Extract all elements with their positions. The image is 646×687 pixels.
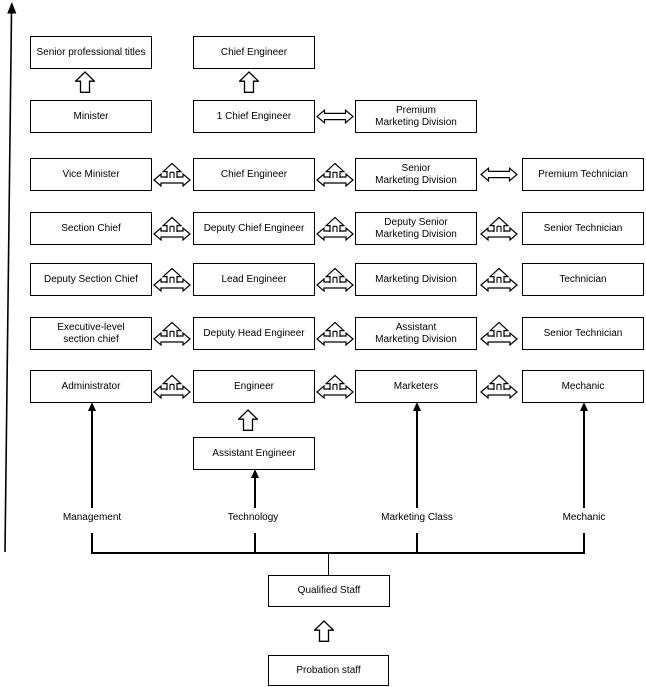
three-way-arrow-icon xyxy=(153,267,191,292)
three-way-arrow-icon xyxy=(480,216,518,241)
node-senior-technician-upper: Senior Technician xyxy=(522,212,644,245)
bracket-stub-line xyxy=(583,533,585,553)
node-probation-staff: Probation staff xyxy=(268,655,389,686)
track-label-management: Management xyxy=(62,512,122,523)
three-way-arrow-icon xyxy=(153,162,191,187)
three-way-arrow-icon xyxy=(316,162,354,187)
promotion-up-arrow-icon xyxy=(75,71,95,93)
node-engineer: Engineer xyxy=(193,370,315,403)
three-way-arrow-icon xyxy=(316,374,354,399)
node-deputy-chief-engineer: Deputy Chief Engineer xyxy=(193,212,315,245)
three-way-arrow-icon xyxy=(316,267,354,292)
node-premium-marketing-division: Premium Marketing Division xyxy=(355,100,477,133)
three-way-arrow-icon xyxy=(316,321,354,346)
bracket-drop-line xyxy=(327,552,329,575)
track-label-marketing-class: Marketing Class xyxy=(381,512,453,523)
node-senior-professional-titles: Senior professional titles xyxy=(30,36,152,69)
node-senior-marketing-division: Senior Marketing Division xyxy=(355,158,477,191)
node-minister: Minister xyxy=(30,100,152,133)
node-premium-technician: Premium Technician xyxy=(522,158,644,191)
three-way-arrow-icon xyxy=(480,321,518,346)
three-way-arrow-icon xyxy=(153,374,191,399)
node-deputy-senior-marketing-division: Deputy Senior Marketing Division xyxy=(355,212,477,245)
promotion-up-arrow-icon xyxy=(239,71,259,93)
three-way-arrow-icon xyxy=(480,267,518,292)
node-administrator: Administrator xyxy=(30,370,152,403)
bracket-stub-line xyxy=(416,533,418,553)
track-label-technology: Technology xyxy=(227,512,279,523)
node-marketers: Marketers xyxy=(355,370,477,403)
node-mechanic: Mechanic xyxy=(522,370,644,403)
track-up-arrow-head xyxy=(87,402,96,411)
double-arrow-icon xyxy=(480,167,518,182)
track-up-arrow-head xyxy=(412,402,421,411)
node-section-chief: Section Chief xyxy=(30,212,152,245)
bracket-stub-line xyxy=(91,533,93,553)
node-executive-level-section-chief: Executive-level section chief xyxy=(30,317,152,350)
track-up-arrow-line xyxy=(416,410,418,508)
double-arrow-icon xyxy=(316,109,354,124)
node-chief-engineer: Chief Engineer xyxy=(193,158,315,191)
node-assistant-marketing-division: Assistant Marketing Division xyxy=(355,317,477,350)
node-1-chief-engineer: 1 Chief Engineer xyxy=(193,100,315,133)
node-technician: Technician xyxy=(522,263,644,296)
bracket-stub-line xyxy=(254,533,256,553)
node-vice-minister: Vice Minister xyxy=(30,158,152,191)
track-up-arrow-line xyxy=(254,477,256,508)
node-senior-technician-lower: Senior Technician xyxy=(522,317,644,350)
promotion-up-arrow-icon xyxy=(238,409,258,431)
axis-up-arrow-icon xyxy=(4,2,17,553)
track-label-mechanic: Mechanic xyxy=(562,512,606,523)
three-way-arrow-icon xyxy=(153,321,191,346)
three-way-arrow-icon xyxy=(316,216,354,241)
track-up-arrow-line xyxy=(91,410,93,508)
node-lead-engineer: Lead Engineer xyxy=(193,263,315,296)
node-chief-engineer-top: Chief Engineer xyxy=(193,36,315,69)
node-deputy-section-chief: Deputy Section Chief xyxy=(30,263,152,296)
node-assistant-engineer: Assistant Engineer xyxy=(193,437,315,470)
node-marketing-division: Marketing Division xyxy=(355,263,477,296)
track-up-arrow-head xyxy=(250,469,259,478)
node-qualified-staff: Qualified Staff xyxy=(268,575,390,607)
promotion-up-arrow-icon xyxy=(314,620,334,642)
three-way-arrow-icon xyxy=(480,374,518,399)
track-up-arrow-line xyxy=(583,410,585,508)
node-deputy-head-engineer: Deputy Head Engineer xyxy=(193,317,315,350)
bracket-horizontal-line xyxy=(91,552,585,554)
three-way-arrow-icon xyxy=(153,216,191,241)
track-up-arrow-head xyxy=(579,402,588,411)
